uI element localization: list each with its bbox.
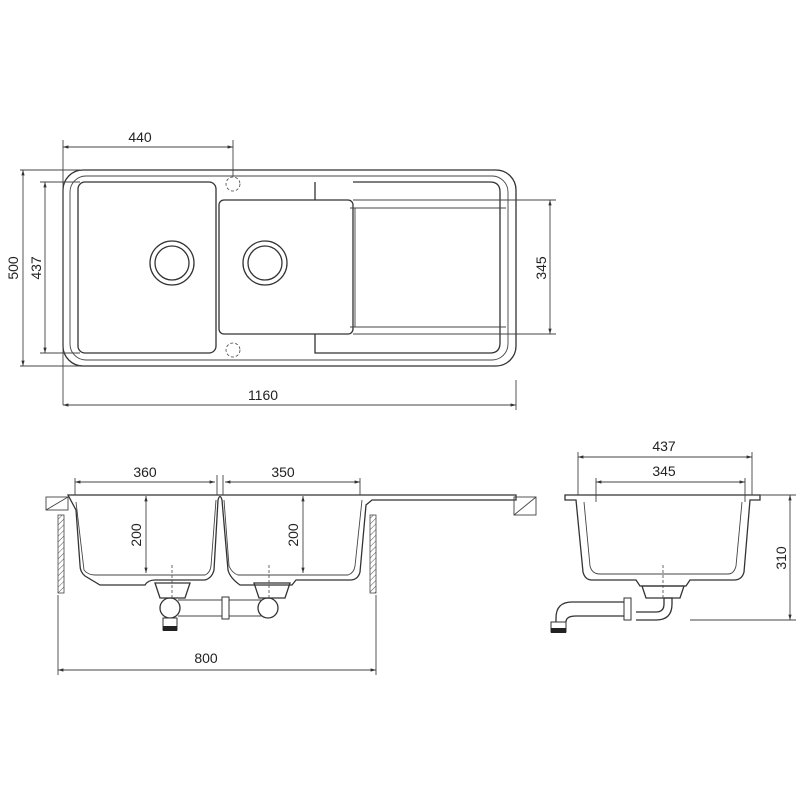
tap-hole-icon — [225, 342, 241, 358]
dim-800: 800 — [194, 650, 218, 666]
countertop-right — [513, 496, 537, 516]
trap-pipe — [636, 597, 673, 621]
cabinet-wall-left — [57, 514, 65, 594]
side-view: 437 345 310 — [550, 438, 796, 633]
front-profile — [66, 494, 517, 586]
tap-hole-icon — [225, 176, 241, 192]
connector-nut — [221, 596, 230, 620]
drain-icon — [242, 240, 288, 286]
dim-360: 360 — [133, 464, 157, 480]
dim-437-side: 437 — [652, 438, 676, 454]
dim-350: 350 — [271, 464, 295, 480]
drain-icon — [149, 240, 195, 286]
dim-440: 440 — [128, 129, 152, 145]
cabinet-wall-right — [369, 514, 377, 594]
front-view: 360 350 200 200 800 — [45, 464, 537, 675]
dim-345: 345 — [533, 256, 549, 280]
trap-icon — [159, 597, 181, 619]
dim-437: 437 — [28, 256, 44, 280]
dim-310: 310 — [773, 546, 789, 570]
dim-1160: 1160 — [248, 387, 278, 403]
top-view: 440 500 437 345 1160 — [5, 129, 556, 410]
dim-200-right: 200 — [285, 523, 301, 547]
connector-nut — [623, 597, 632, 621]
dim-200-left: 200 — [128, 523, 144, 547]
drainer-ribs — [350, 207, 506, 328]
side-profile — [564, 494, 761, 587]
trap-icon — [257, 597, 279, 619]
dim-345-side: 345 — [652, 463, 676, 479]
drainer — [314, 181, 501, 354]
second-bowl — [218, 199, 354, 335]
dim-500: 500 — [5, 256, 21, 280]
countertop-left — [45, 496, 69, 511]
main-bowl — [77, 181, 217, 354]
